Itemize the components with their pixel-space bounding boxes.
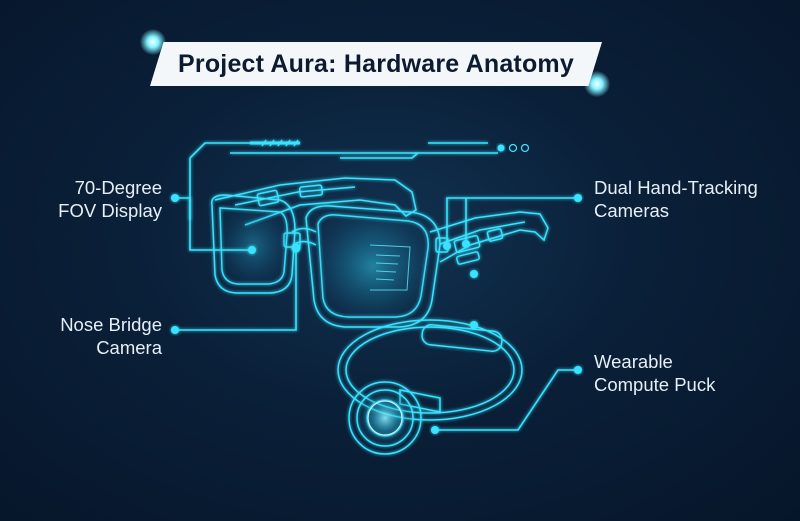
callout-dot bbox=[171, 326, 179, 334]
callout-dot bbox=[443, 242, 451, 250]
label-fov-display: 70-Degree FOV Display bbox=[58, 177, 162, 221]
callout-dot bbox=[431, 426, 439, 434]
callout-fov-display bbox=[175, 197, 252, 251]
callout-dot bbox=[462, 240, 470, 248]
lens-hud-readout bbox=[369, 244, 411, 291]
callout-dot bbox=[574, 366, 582, 374]
label-hand-tracking: Dual Hand-Tracking Cameras bbox=[594, 177, 758, 221]
puck-core-glow bbox=[358, 391, 412, 445]
hud-dot-1 bbox=[497, 144, 505, 152]
callout-dot bbox=[574, 194, 582, 202]
callout-hand-tracking bbox=[446, 197, 578, 244]
title-banner: Project Aura: Hardware Anatomy bbox=[150, 42, 602, 86]
callout-compute-puck bbox=[435, 369, 578, 431]
label-nose-camera: Nose Bridge Camera bbox=[60, 314, 162, 358]
callout-dot bbox=[248, 246, 256, 254]
right-lens-glass bbox=[318, 214, 429, 317]
left-lens-glass bbox=[220, 208, 288, 284]
page-title: Project Aura: Hardware Anatomy bbox=[178, 49, 574, 78]
callout-nose-camera bbox=[175, 248, 297, 331]
label-compute-puck: Wearable Compute Puck bbox=[594, 351, 716, 395]
hud-dot-3 bbox=[520, 143, 530, 153]
compute-puck-illustration bbox=[337, 319, 523, 455]
callout-dot bbox=[470, 321, 478, 329]
callout-dot bbox=[470, 270, 478, 278]
callout-dot bbox=[291, 243, 301, 253]
hud-dot-2 bbox=[508, 143, 518, 153]
hud-frame bbox=[189, 139, 498, 220]
callout-dot bbox=[171, 194, 179, 202]
puck-center bbox=[367, 400, 403, 436]
